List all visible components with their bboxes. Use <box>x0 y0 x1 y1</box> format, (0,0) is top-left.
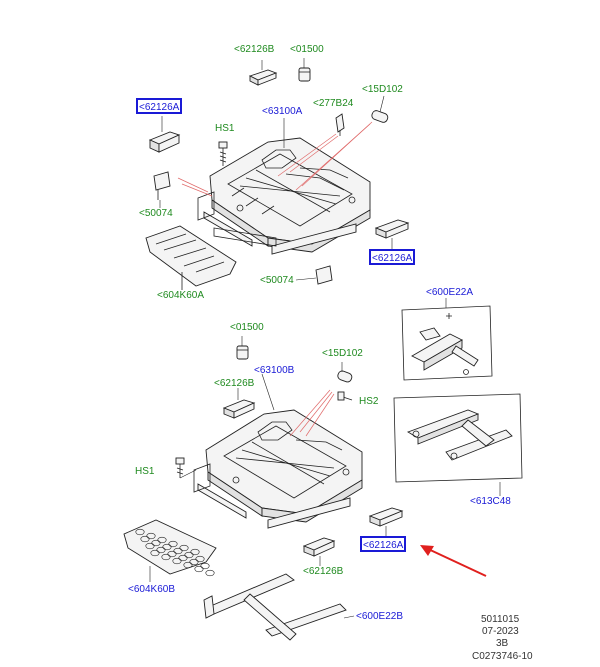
mesh-cell <box>167 550 177 558</box>
cap-15d102-mid <box>337 370 353 383</box>
meta-line-2: 07-2023 <box>482 626 519 637</box>
mesh-cell <box>183 561 193 569</box>
trim-cap-62126a-right <box>374 219 410 239</box>
trim-cap-62126a-top-left <box>148 131 181 153</box>
label-62126b-top: <62126B <box>234 44 275 55</box>
clip-50074-bottom <box>315 265 333 285</box>
trim-cap-62126b-top <box>248 69 278 86</box>
bushing-01500-top <box>298 67 311 82</box>
mesh-cell <box>205 569 215 577</box>
mesh-cell <box>184 551 194 559</box>
meta-line-1: 5011015 <box>481 614 520 625</box>
mesh-cell <box>172 557 182 565</box>
clip-50074-left <box>153 171 171 200</box>
label-600e22a: <600E22A <box>426 287 473 298</box>
highlight-box-62126a-right <box>369 249 415 265</box>
bushing-01500-mid <box>236 345 249 360</box>
trim-cap-62126b-bottom <box>302 537 336 557</box>
seat-rails-bottom <box>193 463 351 529</box>
detail-box-600e22a <box>401 298 493 381</box>
label-62126a-bottom: <62126A <box>363 540 404 551</box>
label-50074-left: <50074 <box>139 208 173 219</box>
label-604k60a: <604K60A <box>157 290 204 301</box>
mesh-cell <box>200 562 210 570</box>
label-600e22b: <600E22B <box>356 611 403 622</box>
mesh-cell <box>194 565 204 573</box>
cushion-pan-604k60a <box>145 225 237 290</box>
trim-cap-62126a-bottom <box>368 507 404 527</box>
label-63100b: <63100B <box>254 365 295 376</box>
bolt-hs1-top <box>218 141 228 166</box>
mesh-cell <box>195 555 205 563</box>
mesh-cell <box>145 542 155 550</box>
trim-cap-62126b-mid <box>222 399 256 419</box>
label-62126a-right: <62126A <box>372 253 413 264</box>
label-15d102-mid: <15D102 <box>322 348 363 359</box>
label-hs2: HS2 <box>359 396 379 407</box>
mesh-cell <box>157 536 167 544</box>
detail-box-613c48 <box>393 393 523 496</box>
meta-line-4: C0273746-10 <box>472 651 533 662</box>
mesh-cell <box>146 532 156 540</box>
label-hs1-top: HS1 <box>215 123 235 134</box>
mesh-cell <box>189 558 199 566</box>
highlight-box-62126a-top-left <box>136 98 182 114</box>
meta-line-3: 3B <box>496 638 509 649</box>
bolt-hs2 <box>337 391 353 401</box>
label-63100a: <63100A <box>262 106 303 117</box>
seat-frame-bottom <box>205 409 363 523</box>
label-62126a-top-left: <62126A <box>139 102 180 113</box>
label-50074-bottom: <50074 <box>260 275 294 286</box>
label-277b24: <277B24 <box>313 98 354 109</box>
floor-bracket-600e22b <box>203 573 355 641</box>
label-62126b-bottom: <62126B <box>303 566 344 577</box>
label-hs1-mid: HS1 <box>135 466 155 477</box>
cushion-mesh-604k60b <box>123 519 217 582</box>
clip-277b24 <box>335 113 345 136</box>
label-01500-top: <01500 <box>290 44 324 55</box>
mesh-cell <box>150 549 160 557</box>
cap-15d102-top <box>371 110 389 123</box>
seat-rails-top <box>197 191 357 255</box>
mesh-cell <box>173 547 183 555</box>
mesh-cell <box>179 544 189 552</box>
mesh-cell <box>156 546 166 554</box>
mesh-cell <box>162 543 172 551</box>
label-604k60b: <604K60B <box>128 584 175 595</box>
label-613c48: <613C48 <box>470 496 511 507</box>
mesh-cell <box>161 553 171 561</box>
mesh-cell <box>190 548 200 556</box>
bolt-hs1-mid <box>175 457 185 478</box>
mesh-cell <box>178 554 188 562</box>
mesh-cell <box>140 535 150 543</box>
pointer-arrow <box>420 545 487 577</box>
label-62126b-mid: <62126B <box>214 378 255 389</box>
mesh-cell <box>168 540 178 548</box>
mesh-cell <box>135 528 145 536</box>
label-01500-mid: <01500 <box>230 322 264 333</box>
label-15d102-top: <15D102 <box>362 84 403 95</box>
highlight-box-62126a-bottom <box>360 536 406 552</box>
mesh-cell <box>151 539 161 547</box>
